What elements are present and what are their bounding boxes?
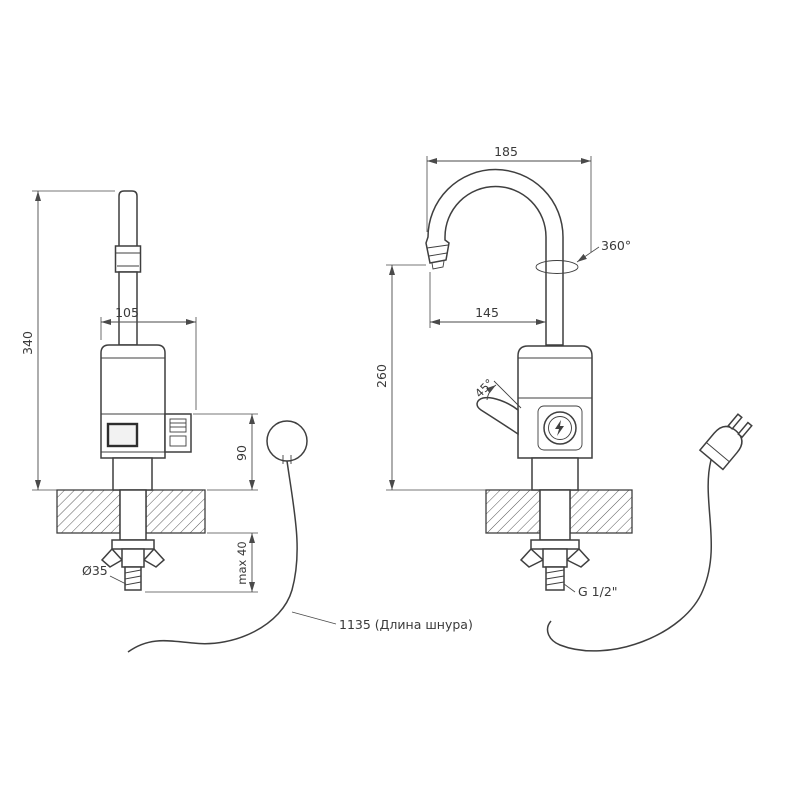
handle-lever: 45° xyxy=(472,376,522,436)
dim-spout-height-label: 260 xyxy=(374,364,389,388)
front-countertop xyxy=(485,489,633,534)
cord-curve xyxy=(127,460,298,653)
display-window xyxy=(106,422,139,448)
dim-spout-reach: 185 xyxy=(426,144,592,252)
rotation-label-text: 360° xyxy=(601,238,631,253)
gooseneck-spout xyxy=(425,168,579,346)
side-countertop xyxy=(56,489,206,534)
handle-angle-label: 45° xyxy=(472,376,496,400)
power-plug-side xyxy=(698,413,753,471)
side-spout-pipe xyxy=(114,190,142,346)
cord-length-text: 1135 (Длина шнура) xyxy=(339,617,473,632)
dim-spout-reach-label: 185 xyxy=(494,144,518,159)
dim-body-height: 90 xyxy=(193,413,258,491)
label-rotation: 360° xyxy=(576,238,631,263)
dim-body-height-label: 90 xyxy=(234,445,249,461)
side-view: 340 105 90 max 40 Ø35 xyxy=(20,190,473,653)
side-power-cord xyxy=(127,420,308,653)
cord-curve xyxy=(546,459,713,652)
lightning-icon xyxy=(555,420,564,436)
power-plug-rear xyxy=(266,420,308,462)
dim-mount-thickness: max 40 xyxy=(145,532,258,593)
label-cord-length: 1135 (Длина шнура) xyxy=(291,611,473,632)
dim-spout-offset-label: 145 xyxy=(475,305,499,320)
dim-spout-height: 260 xyxy=(374,264,486,491)
front-heater-body xyxy=(517,345,593,459)
front-mounting-shank xyxy=(519,457,591,591)
side-mounting-shank xyxy=(100,457,166,591)
dim-total-height-label: 340 xyxy=(20,331,35,355)
side-heater-body xyxy=(100,344,166,459)
dim-total-height: 340 xyxy=(20,190,115,491)
dim-mount-thickness-label: max 40 xyxy=(235,541,249,584)
dim-body-width: 105 xyxy=(100,305,197,410)
dim-spout-offset: 145 xyxy=(429,272,546,328)
shank-diameter-text: Ø35 xyxy=(82,563,108,578)
rotation-indicator-ellipse xyxy=(535,260,579,274)
label-thread: G 1/2" xyxy=(563,583,618,599)
front-power-cord xyxy=(546,413,753,652)
thread-label-text: G 1/2" xyxy=(578,584,618,599)
side-connector-block xyxy=(164,413,192,453)
power-indicator xyxy=(543,411,577,445)
dim-body-width-label: 105 xyxy=(115,305,139,320)
front-view: 45° xyxy=(374,144,753,652)
label-shank-diameter: Ø35 xyxy=(82,563,127,585)
